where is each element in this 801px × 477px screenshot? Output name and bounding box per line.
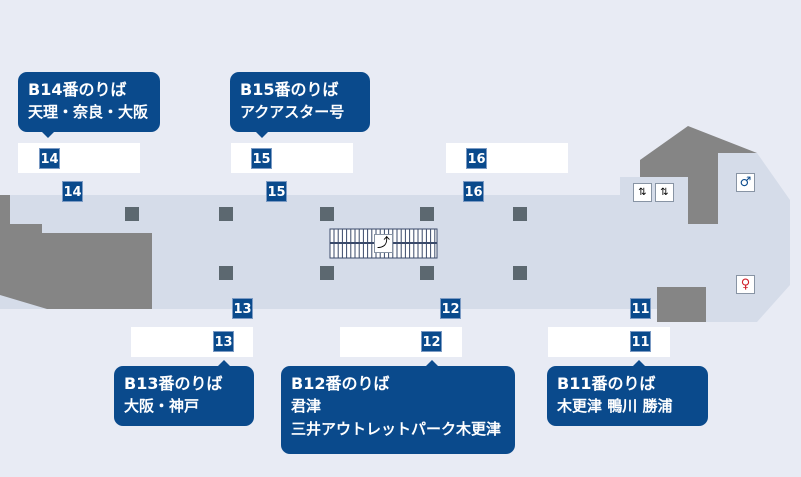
platform-bar-13	[131, 327, 253, 357]
building-block-right	[640, 126, 757, 224]
callout-title: B13番のりば	[124, 374, 223, 393]
gate-number-12: 12	[440, 298, 461, 319]
callout-b15: B15番のりば アクアスター号	[230, 72, 370, 138]
gate-number-11: 11	[630, 298, 651, 319]
pillar	[513, 207, 527, 221]
callout-title: B14番のりば	[28, 80, 127, 99]
callout-title: B12番のりば	[291, 374, 390, 393]
female-restroom-icon: ♀	[736, 275, 755, 294]
callout-destination: 天理・奈良・大阪	[28, 103, 149, 121]
gate-number-15: 15	[266, 181, 287, 202]
pillar	[320, 207, 334, 221]
pillar	[420, 207, 434, 221]
elevator-icon: ⇅	[633, 183, 652, 202]
elevator-icon: ⇅	[655, 183, 674, 202]
pillar	[320, 266, 334, 280]
pillar	[125, 207, 139, 221]
callout-b12: B12番のりば 君津 三井アウトレットパーク木更津	[281, 360, 515, 454]
building-block-bottom	[657, 287, 706, 322]
gate-number-16: 16	[463, 181, 484, 202]
platform-number-12: 12	[421, 331, 442, 352]
callout-b13: B13番のりば 大阪・神戸	[114, 360, 254, 426]
callout-b11: B11番のりば 木更津 鴨川 勝浦	[547, 360, 708, 426]
callout-title: B11番のりば	[557, 374, 656, 393]
platform-number-16: 16	[466, 148, 487, 169]
pillar	[219, 207, 233, 221]
callout-title: B15番のりば	[240, 80, 339, 99]
gate-number-14: 14	[62, 181, 83, 202]
callout-destination: 木更津 鴨川 勝浦	[557, 397, 673, 415]
platform-bar-11	[548, 327, 670, 357]
platform-number-15: 15	[251, 148, 272, 169]
platform-bar-15	[231, 143, 353, 173]
callout-destination: 大阪・神戸	[124, 397, 200, 415]
escalator-icon: ⤴	[374, 234, 393, 253]
callout-destination: 三井アウトレットパーク木更津	[291, 420, 502, 438]
pillar	[219, 266, 233, 280]
platform-number-13: 13	[213, 331, 234, 352]
pillar	[420, 266, 434, 280]
platform-bar-12	[340, 327, 462, 357]
platform-bar-14	[18, 143, 140, 173]
callout-destination: 君津	[291, 397, 322, 415]
gate-number-13: 13	[232, 298, 253, 319]
platform-bar-16	[446, 143, 568, 173]
building-block-left	[0, 195, 152, 309]
platform-number-14: 14	[39, 148, 60, 169]
callout-b14: B14番のりば 天理・奈良・大阪	[18, 72, 160, 138]
platform-number-11: 11	[630, 331, 651, 352]
callout-destination: アクアスター号	[240, 103, 345, 121]
pillar	[513, 266, 527, 280]
escalator	[329, 228, 438, 259]
male-restroom-icon: ♂	[736, 173, 755, 192]
